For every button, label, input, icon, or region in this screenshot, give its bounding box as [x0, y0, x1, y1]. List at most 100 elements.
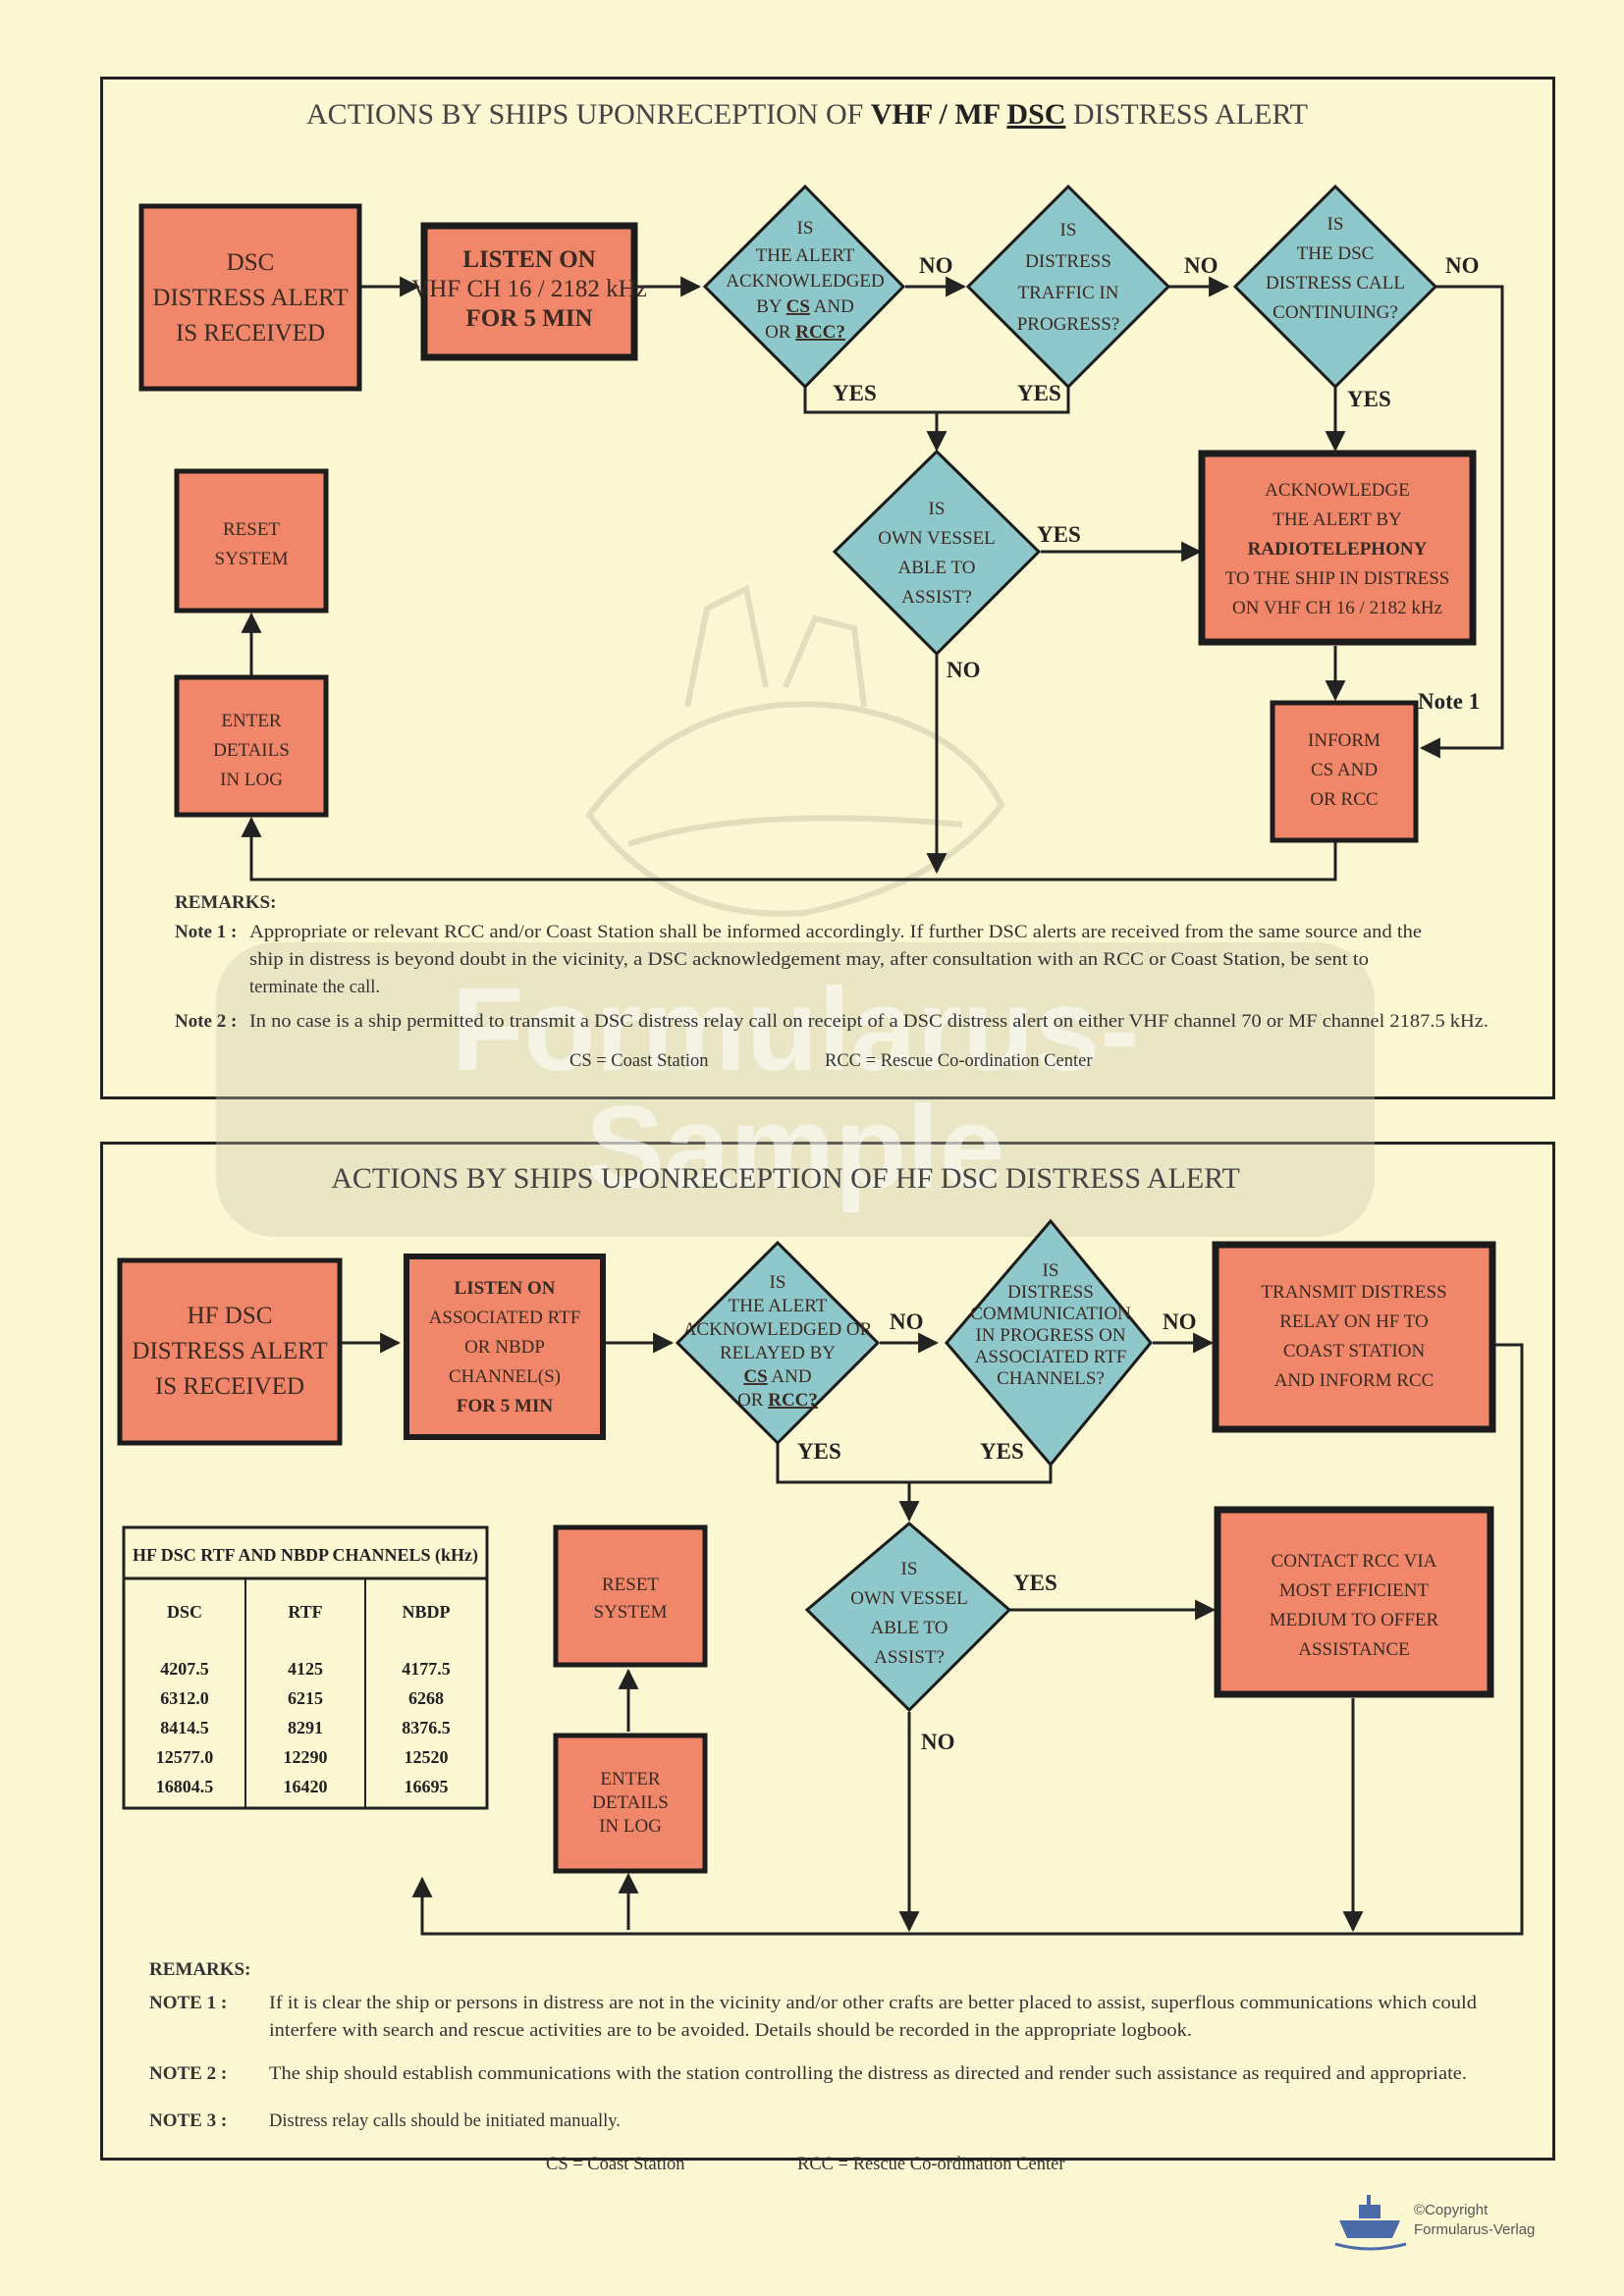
svg-text:Appropriate or relevant RCC an: Appropriate or relevant RCC and/or Coast…	[249, 923, 1422, 942]
svg-text:NOTE 1 :: NOTE 1 :	[149, 1993, 227, 2013]
svg-text:CS = Coast Station: CS = Coast Station	[546, 2155, 685, 2174]
svg-text:interfere with search and resc: interfere with search and rescue activit…	[269, 2021, 1192, 2041]
watermark-line2: Sample	[586, 1082, 1005, 1213]
label-yes: YES	[833, 381, 877, 405]
label-no: NO	[1184, 253, 1218, 278]
label-no: NO	[947, 658, 981, 682]
table-row: 8414.5 8291 8376.5	[160, 1718, 451, 1737]
svg-text:8414.5: 8414.5	[160, 1718, 209, 1737]
label-note1: Note 1	[1418, 689, 1480, 714]
panel2-connectors	[340, 1332, 1524, 1936]
svg-text:ship in distress is beyond do: ship in distress is beyond doubt in the …	[249, 950, 1369, 970]
svg-text:NOTE 2 :: NOTE 2 :	[149, 2063, 227, 2084]
svg-text:16804.5: 16804.5	[156, 1777, 214, 1796]
svg-text:Distress relay calls should be: Distress relay calls should be initiated…	[269, 2111, 621, 2131]
svg-text:6215: 6215	[288, 1688, 323, 1708]
svg-text:If it is clear the ship or per: If it is clear the ship or persons in di…	[269, 1994, 1478, 2013]
svg-text:12520: 12520	[405, 1747, 449, 1767]
label-no: NO	[921, 1730, 955, 1754]
svg-text:CS = Coast Station: CS = Coast Station	[569, 1051, 709, 1071]
col-header-dsc: DSC	[167, 1602, 202, 1622]
table-row: 12577.0 12290 12520	[156, 1747, 449, 1767]
svg-text:NOTE 3 :: NOTE 3 :	[149, 2110, 227, 2131]
table-row: 6312.0 6215 6268	[160, 1688, 444, 1708]
label-no: NO	[890, 1309, 924, 1334]
label-no: NO	[1445, 253, 1480, 278]
svg-text:6312.0: 6312.0	[160, 1688, 209, 1708]
svg-text:12290: 12290	[284, 1747, 328, 1767]
svg-text:RCC = Rescue Co-ordination Cen: RCC = Rescue Co-ordination Center	[825, 1051, 1092, 1071]
channel-table: HF DSC RTF AND NBDP CHANNELS (kHz) DSC R…	[122, 1525, 489, 1810]
label-no: NO	[919, 253, 953, 278]
watermark: Formularus- Sample	[216, 584, 1375, 1237]
svg-text:4125: 4125	[288, 1659, 323, 1679]
table-row: 16804.5 16420 16695	[156, 1777, 449, 1796]
channel-table-title: HF DSC RTF AND NBDP CHANNELS (kHz)	[133, 1545, 478, 1566]
svg-text:6268: 6268	[408, 1688, 444, 1708]
ship-watermark-icon	[585, 584, 1005, 917]
svg-text:REMARKS:: REMARKS:	[149, 1959, 250, 1980]
label-yes: YES	[980, 1439, 1024, 1464]
label-yes: YES	[1017, 381, 1061, 405]
svg-text:4207.5: 4207.5	[160, 1659, 209, 1679]
panel2-remarks: REMARKS: NOTE 1 : If it is clear the shi…	[149, 1959, 1478, 2174]
svg-text:16420: 16420	[284, 1777, 328, 1796]
panel-hf	[100, 1142, 1555, 2161]
table-row: 4207.5 4125 4177.5	[160, 1659, 451, 1679]
watermark-line1: Formularus-	[452, 964, 1139, 1095]
label-yes: YES	[797, 1439, 841, 1464]
svg-text:terminate the call.: terminate the call.	[249, 978, 380, 997]
svg-text:8376.5: 8376.5	[402, 1718, 451, 1737]
label-yes: YES	[1037, 522, 1081, 547]
svg-text:©Copyright: ©Copyright	[1414, 2202, 1489, 2218]
svg-text:16695: 16695	[405, 1777, 449, 1796]
panel1-remarks: REMARKS: Note 1 : Appropriate or relevan…	[175, 892, 1489, 1071]
col-header-rtf: RTF	[288, 1602, 322, 1622]
panel1-title: ACTIONS BY SHIPS UPONRECEPTION OF VHF / …	[306, 98, 1308, 131]
svg-text:Note 2 :: Note 2 :	[175, 1011, 237, 1032]
col-header-nbdp: NBDP	[403, 1602, 451, 1622]
label-yes: YES	[1347, 387, 1391, 411]
svg-text:Note 1 :: Note 1 :	[175, 922, 237, 942]
svg-text:12577.0: 12577.0	[156, 1747, 214, 1767]
ship-logo-icon	[1334, 2195, 1407, 2251]
label-yes: YES	[1013, 1571, 1057, 1595]
svg-text:REMARKS:: REMARKS:	[175, 892, 276, 913]
panel1-connectors	[241, 276, 1504, 881]
copyright: ©Copyright Formularus-Verlag	[1334, 2195, 1535, 2251]
svg-text:RCC = Rescue Co-ordination Ce: RCC = Rescue Co-ordination Center	[797, 2155, 1064, 2174]
svg-text:The ship should establish comm: The ship should establish communications…	[269, 2064, 1467, 2084]
